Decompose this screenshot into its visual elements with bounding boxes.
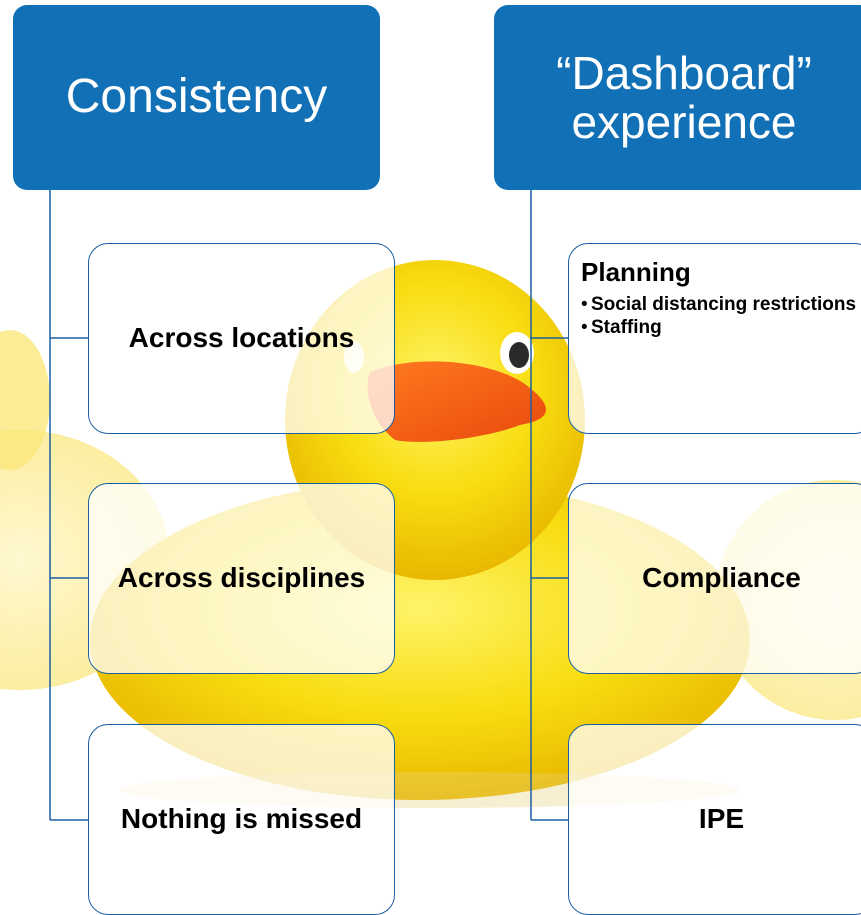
card-label: IPE <box>698 803 745 835</box>
card-label: Across disciplines <box>117 562 366 594</box>
card-label: Nothing is missed <box>120 803 363 835</box>
consistency-header-label: Consistency <box>65 70 328 124</box>
duck-beak <box>367 361 547 442</box>
planning-title: Planning <box>581 257 691 287</box>
card-across-locations: Across locations <box>88 243 395 434</box>
card-label: Compliance <box>642 562 801 594</box>
dashboard-experience-header-label: “Dashboard” experience <box>556 47 812 148</box>
card-nothing-is-missed: Nothing is missed <box>88 724 395 915</box>
dashboard-experience-header: “Dashboard” experience <box>494 5 861 190</box>
card-label: Across locations <box>128 322 355 354</box>
card-compliance: Compliance <box>568 483 861 674</box>
planning-bullet-social-distancing: Social distancing restrictions <box>581 294 861 317</box>
left-duck-head-blur <box>0 330 50 470</box>
card-across-disciplines: Across disciplines <box>88 483 395 674</box>
planning-bullet-staffing: Staffing <box>581 317 861 340</box>
card-ipe: IPE <box>568 724 861 915</box>
card-planning: Planning Social distancing restrictions … <box>568 243 861 434</box>
consistency-header: Consistency <box>13 5 380 190</box>
planning-bullet-list: Social distancing restrictions Staffing <box>581 294 861 340</box>
